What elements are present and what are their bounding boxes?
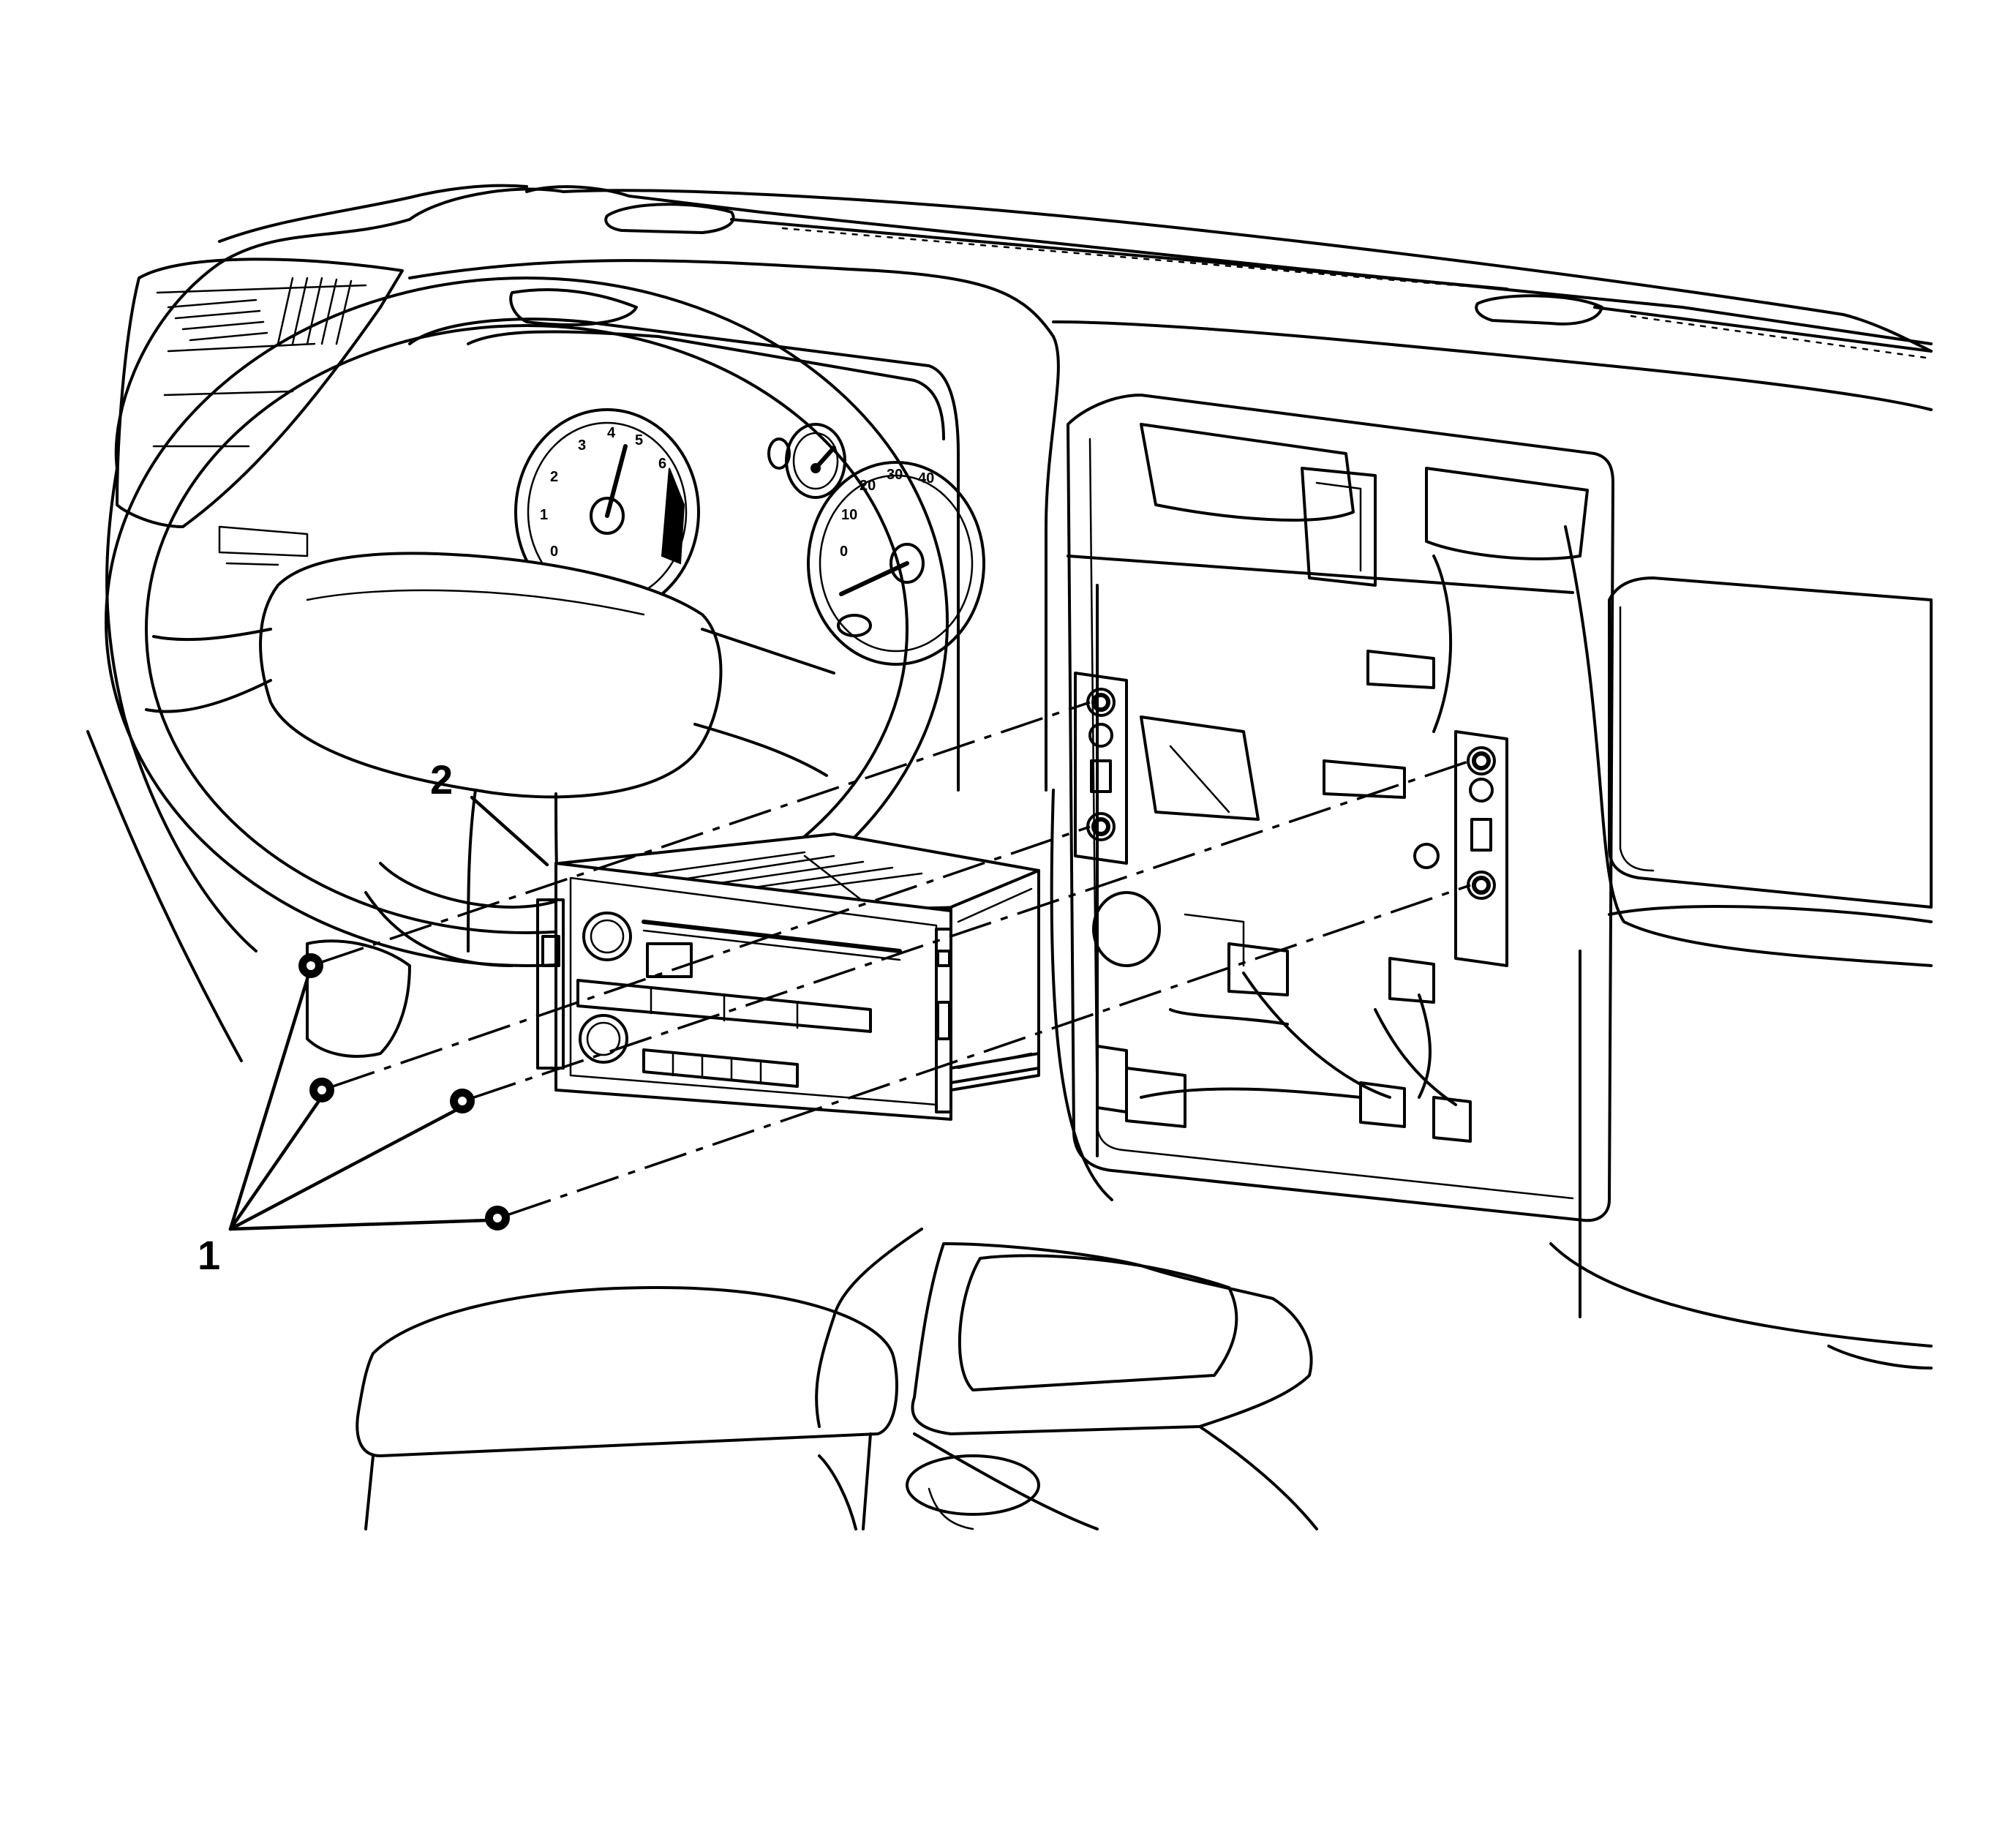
- speedo-tick-label: 40: [918, 470, 934, 486]
- vent-louvers: [167, 277, 353, 345]
- speedo-tick-label: 10: [841, 507, 857, 523]
- right-mounting-bracket: [1413, 730, 1508, 967]
- tach-tick-label: 3: [578, 437, 586, 454]
- callout-label-2: 2: [430, 756, 453, 803]
- radio-unit: [536, 833, 1040, 1121]
- tach-tick-label: 0: [550, 544, 558, 560]
- tach-tick-label: 2: [550, 469, 558, 485]
- seat-armrest: [356, 1286, 1040, 1530]
- speedo-tick-label: 30: [887, 467, 903, 483]
- instrument-panel: [86, 184, 1933, 1370]
- callout-2: 2: [430, 756, 549, 867]
- speedo-tick-label: 0: [840, 544, 848, 560]
- callout-1: 1: [198, 972, 491, 1278]
- speedometer: 0 10 20 30 40: [807, 461, 985, 666]
- tach-tick-label: 4: [607, 425, 616, 441]
- temperature-gauge: [785, 423, 846, 499]
- tach-tick-label: 5: [635, 432, 643, 448]
- steering-wheel: [105, 277, 949, 1058]
- alignment-lines: [321, 701, 1471, 1216]
- fastener: [309, 1078, 334, 1102]
- tach-tick-label: 1: [540, 507, 548, 523]
- callout-label-1: 1: [198, 1232, 220, 1278]
- radio-cavity: [1067, 394, 1614, 1222]
- radio-fasteners: [298, 953, 510, 1231]
- fastener: [450, 1089, 475, 1113]
- left-mounting-bracket: [1074, 672, 1128, 865]
- fastener: [485, 1206, 510, 1231]
- center-console: [815, 1228, 1318, 1530]
- tach-tick-label: 6: [658, 456, 666, 472]
- fastener: [298, 953, 323, 978]
